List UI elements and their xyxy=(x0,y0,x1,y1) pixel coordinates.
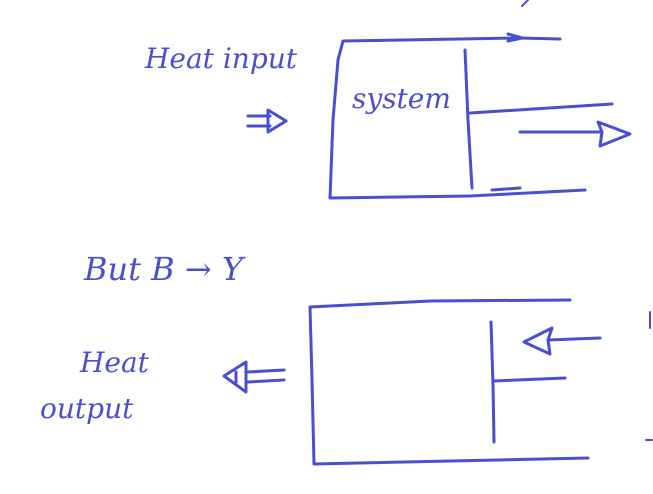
heat-input-label: Heat input xyxy=(144,42,298,75)
piston-rod-top xyxy=(468,102,614,115)
bottom-diagram: Heat output xyxy=(40,298,602,466)
piston-top xyxy=(463,48,474,190)
heat-output-arrow-icon xyxy=(222,360,286,394)
piston-bottom xyxy=(489,320,496,444)
system-box xyxy=(328,36,587,200)
top-diagram: Heat input system xyxy=(144,32,632,200)
heat-input-arrow-icon xyxy=(246,108,288,134)
work-input-arrow-icon xyxy=(522,326,602,356)
heat-output-label-line1: Heat xyxy=(79,346,150,379)
bottom-system-box xyxy=(308,298,590,466)
piston-rod-bottom xyxy=(491,376,567,383)
top-edge-tick xyxy=(506,32,524,43)
heat-output-label-line2: output xyxy=(40,392,134,425)
edge-mark-3 xyxy=(521,0,529,7)
transition-label: But B → Y xyxy=(83,250,246,288)
system-label: system xyxy=(352,82,451,115)
bottom-edge-mark xyxy=(490,186,522,192)
work-output-arrow-icon xyxy=(518,120,632,148)
